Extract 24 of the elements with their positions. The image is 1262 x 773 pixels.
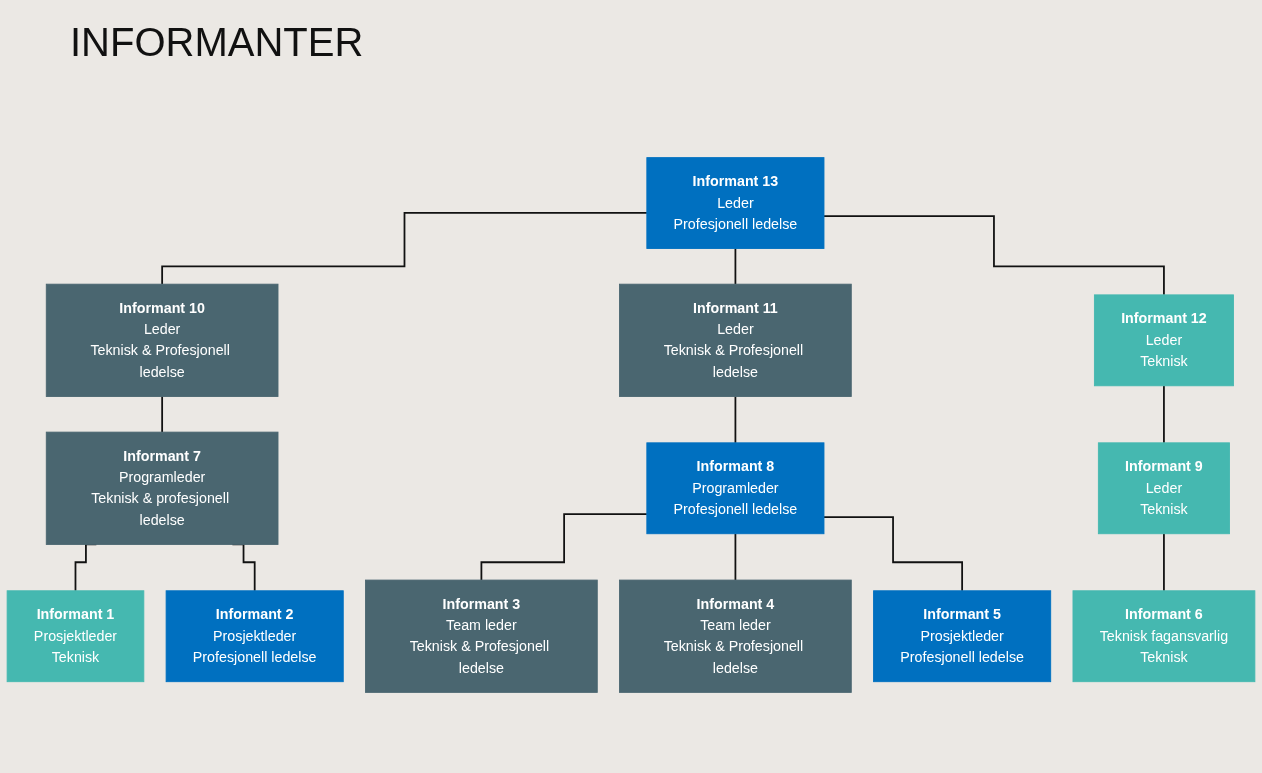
connector bbox=[734, 395, 737, 444]
node-box: Informant 4 Team leder Teknisk & Profesjonell ledelse bbox=[619, 579, 852, 693]
node-box: Informant 9 Leder Teknisk bbox=[1097, 442, 1230, 535]
connector bbox=[1163, 532, 1165, 592]
connector bbox=[1163, 384, 1165, 444]
connector bbox=[161, 211, 648, 286]
node-box: Informant 3 Team leder Teknisk & Profesjonell ledelse bbox=[365, 579, 598, 693]
node-box: Informant 7 Programleder Teknisk & profesjonell ledelse bbox=[45, 431, 279, 545]
node-box: Informant 12 Leder Teknisk bbox=[1093, 294, 1234, 387]
connector bbox=[823, 215, 1165, 296]
title: INFORMANTER bbox=[70, 20, 364, 65]
connector bbox=[480, 513, 648, 581]
node-box: Informant 13 Leder Profesjonell ledelse bbox=[646, 157, 825, 249]
node-box: Informant 10 Leder Teknisk & Profesjonell ledelse bbox=[45, 283, 279, 397]
node-box: Informant 1 Prosjektleder Teknisk bbox=[6, 590, 145, 683]
connector bbox=[823, 516, 963, 592]
node-box: Informant 11 Leder Teknisk & Profesjonell ledelse bbox=[619, 283, 852, 397]
node-box: Informant 5 Prosjektleder Profesjonell ledelse bbox=[873, 590, 1052, 683]
connector bbox=[734, 532, 737, 581]
node-box: Informant 8 Programleder Profesjonell ledelse bbox=[646, 442, 825, 535]
connector bbox=[734, 247, 737, 286]
node-box: Informant 6 Teknisk fagansvarlig Teknisk bbox=[1072, 590, 1256, 683]
node-box: Informant 2 Prosjektleder Profesjonell ledelse bbox=[165, 590, 344, 683]
connector bbox=[161, 395, 164, 433]
